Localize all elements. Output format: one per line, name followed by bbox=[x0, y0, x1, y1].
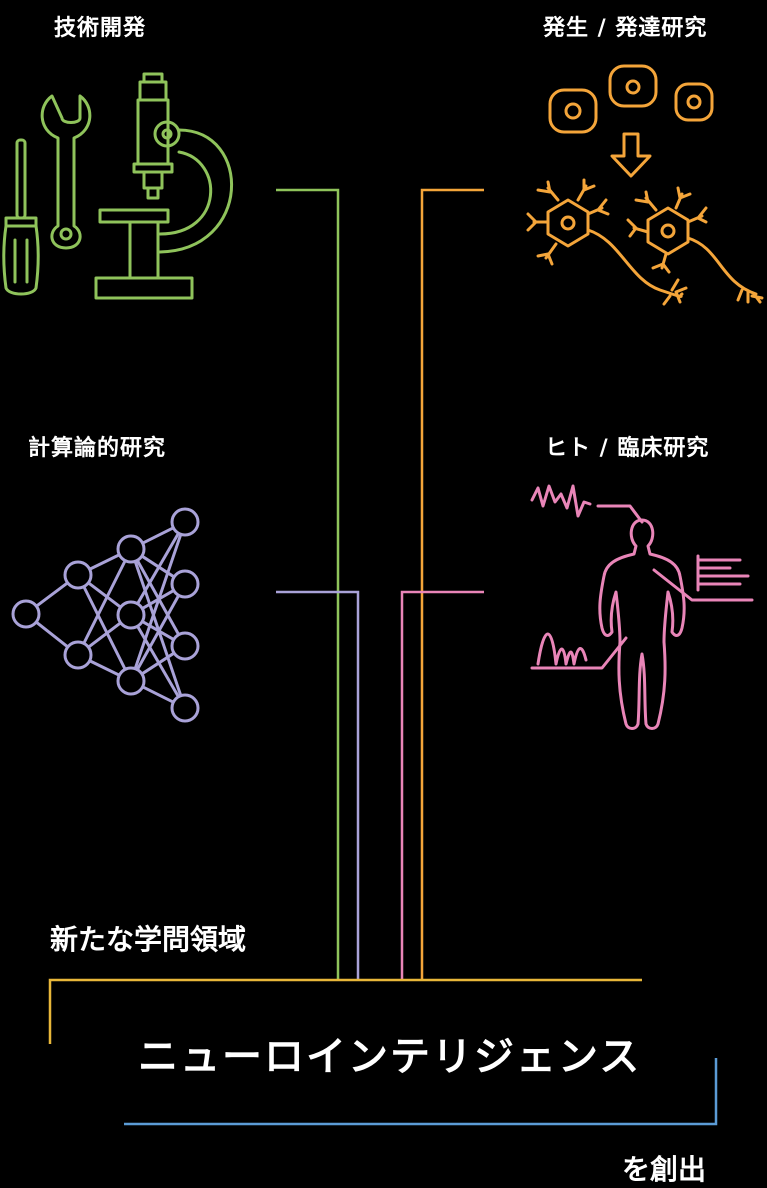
wrench-icon bbox=[40, 94, 92, 250]
network-edge bbox=[136, 532, 180, 605]
development-research-label: 発生 / 発達研究 bbox=[543, 16, 708, 41]
network-node bbox=[63, 640, 93, 670]
down-arrow-icon bbox=[610, 132, 652, 178]
network-edge bbox=[87, 621, 122, 649]
network-node bbox=[170, 693, 200, 723]
network-edge bbox=[82, 559, 127, 645]
title-frame bbox=[48, 978, 718, 1126]
network-node bbox=[116, 600, 146, 630]
network-edge bbox=[87, 581, 122, 609]
tech-dev-label: 技術開発 bbox=[54, 16, 147, 41]
network-node bbox=[11, 599, 41, 629]
network-edge bbox=[133, 533, 183, 670]
network-edge bbox=[35, 620, 69, 649]
human-clinical-research-label: ヒト / 臨床研究 bbox=[545, 436, 710, 461]
microscope-icon bbox=[94, 72, 234, 300]
neuron-icon bbox=[626, 186, 764, 304]
network-node bbox=[116, 666, 146, 696]
network-edge bbox=[35, 581, 69, 608]
creation-label: を創出 bbox=[622, 1153, 707, 1186]
waveform-icon bbox=[530, 636, 628, 670]
cells-to-neurons-icon bbox=[526, 64, 764, 306]
new-field-label: 新たな学問領域 bbox=[50, 923, 247, 956]
tools-microscope-icon bbox=[2, 72, 234, 300]
network-node bbox=[116, 534, 146, 564]
network-edge bbox=[141, 685, 175, 704]
network-edge bbox=[89, 553, 120, 571]
connector-lines bbox=[276, 188, 484, 980]
comp-connector bbox=[276, 590, 360, 980]
network-edge bbox=[82, 585, 127, 671]
network-node bbox=[170, 507, 200, 537]
neural-network-icon bbox=[11, 507, 200, 723]
human-connector bbox=[400, 590, 484, 980]
frame-top-line bbox=[48, 978, 642, 1044]
network-edge bbox=[136, 594, 180, 671]
screwdriver-icon bbox=[2, 138, 40, 296]
network-node bbox=[170, 569, 200, 599]
computational-research-label: 計算論的研究 bbox=[28, 436, 167, 461]
network-edge bbox=[133, 560, 183, 697]
network-node bbox=[170, 631, 200, 661]
neuron-icon bbox=[526, 178, 688, 306]
dev-connector bbox=[420, 188, 484, 980]
frame-bottom-line bbox=[124, 1058, 718, 1126]
network-edge bbox=[141, 651, 175, 676]
main-title: ニューロインテリジェンス bbox=[138, 1033, 642, 1080]
eeg-wave-icon bbox=[530, 484, 592, 518]
tech-connector bbox=[276, 188, 340, 980]
network-node bbox=[63, 560, 93, 590]
network-edge bbox=[89, 659, 120, 677]
network-edge bbox=[141, 526, 175, 545]
human-body-icon bbox=[530, 484, 754, 730]
